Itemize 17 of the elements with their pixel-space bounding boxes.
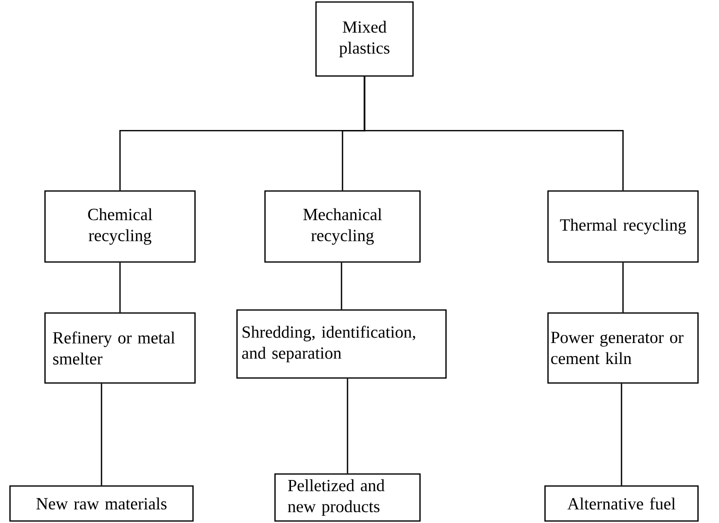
connector-line (622, 262, 624, 312)
process-box: Alternative fuel (544, 485, 699, 522)
connector-line (620, 384, 622, 486)
connector-line (346, 378, 348, 474)
process-box: Refinery or metal smelter (44, 312, 196, 384)
process-box: Power generator or cement kiln (547, 312, 699, 384)
process-box: Thermal recycling (547, 190, 699, 263)
connector-line (100, 384, 102, 486)
process-box: Mechanical recycling (264, 190, 421, 263)
process-box: Mixed plastics (315, 1, 414, 77)
process-box: Pelletized and new products (274, 473, 421, 522)
connector-line (119, 262, 121, 312)
connector-line (340, 262, 342, 310)
process-box: New raw materials (9, 485, 194, 522)
connector-line (364, 76, 624, 190)
process-box: Shredding, identification, and separation (236, 309, 447, 379)
process-box: Chemical recycling (44, 190, 196, 263)
